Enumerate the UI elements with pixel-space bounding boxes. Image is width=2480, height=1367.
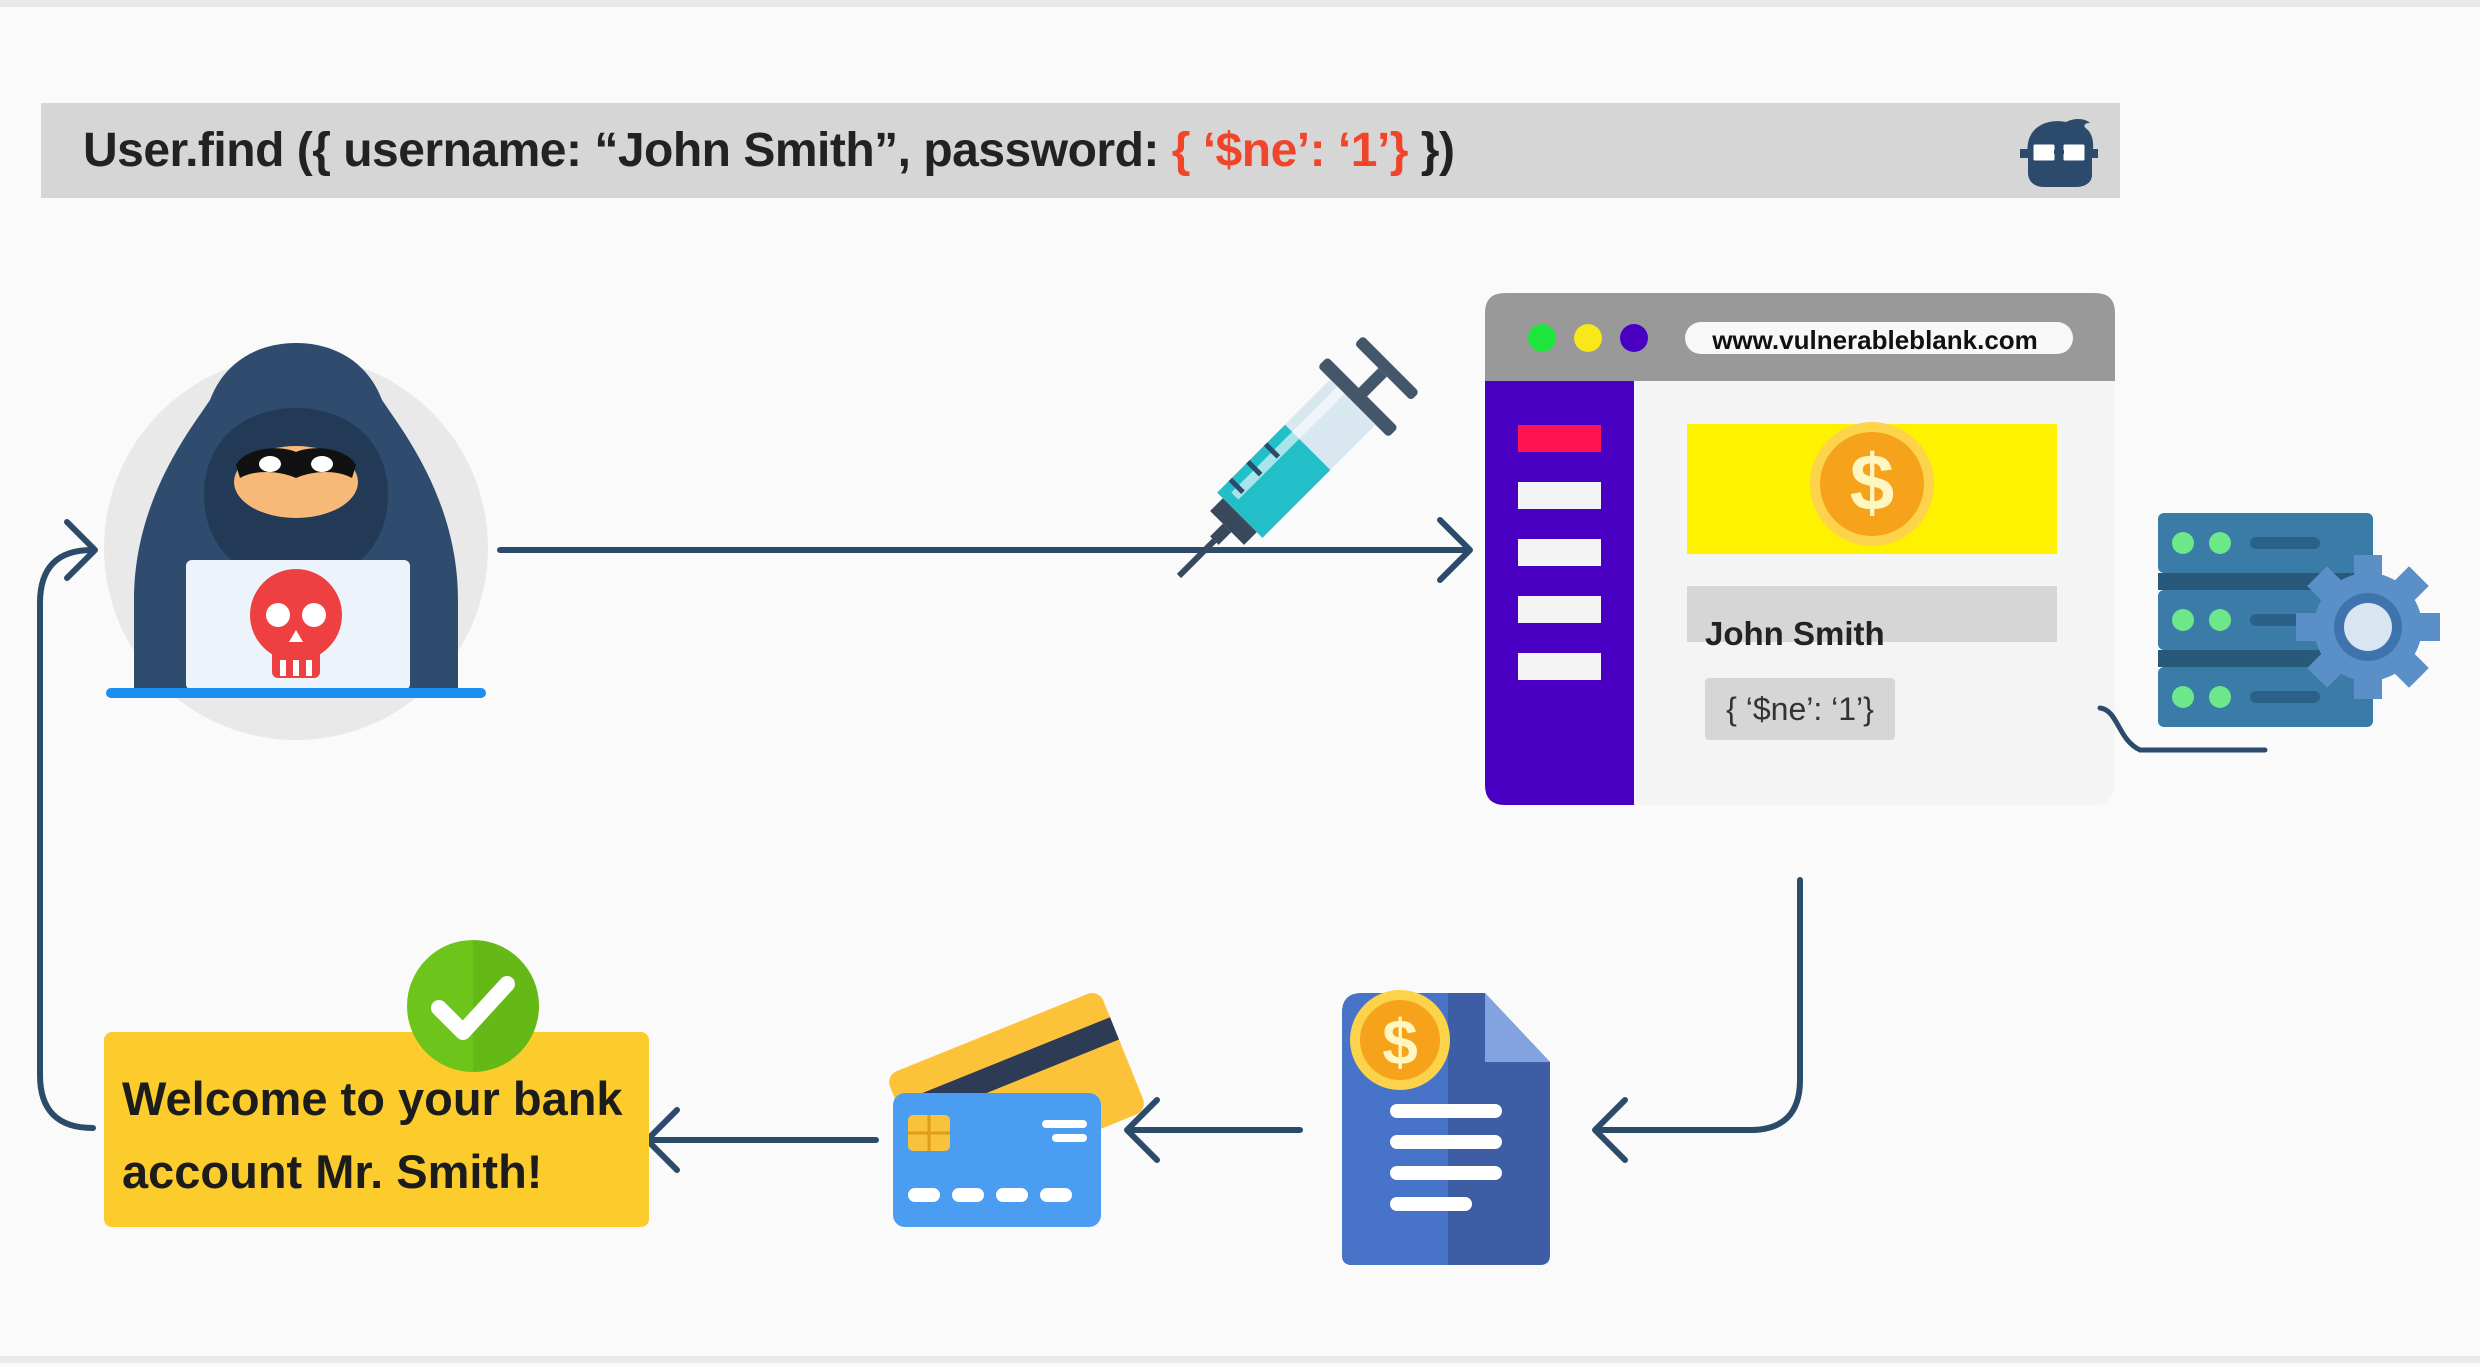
nerd-glasses-icon	[2020, 119, 2098, 187]
coin-icon: $	[1810, 422, 1934, 546]
hooded-hacker-icon	[104, 343, 488, 740]
server-connector	[2097, 705, 2268, 753]
password-value: { ‘$ne’: ‘1’}	[1726, 691, 1874, 727]
arrow-card	[1124, 1097, 1303, 1163]
query-payload: { ‘$ne’: ‘1’}	[1171, 124, 1409, 177]
query-prefix: User.find ({ username: “John Smith”, pas…	[83, 124, 1172, 177]
money-document-icon: $	[1342, 990, 1550, 1265]
syringe-icon	[1176, 337, 1418, 579]
url-text: www.vulnerableblank.com	[1712, 325, 2038, 355]
browser-window: $	[1485, 293, 2115, 805]
query-bar: User.find ({ username: “John Smith”, pas…	[41, 103, 2120, 198]
svg-text:$: $	[1382, 1006, 1418, 1078]
server-gear-icon	[2158, 513, 2440, 727]
arrow-loop	[37, 519, 98, 1131]
query-suffix: })	[1407, 124, 1455, 177]
username-value: John Smith	[1705, 615, 1885, 652]
address-bar[interactable]	[1685, 322, 2073, 354]
password-field-bg[interactable]	[1705, 678, 1895, 740]
svg-text:$: $	[1850, 438, 1895, 527]
check-badge-icon	[407, 940, 539, 1072]
arrow-message	[644, 1107, 879, 1173]
bottom-edge	[0, 1356, 2480, 1363]
credit-card-icon	[889, 993, 1144, 1227]
top-edge	[0, 0, 2480, 7]
welcome-message: Welcome to your bank account Mr. Smith!	[104, 1032, 649, 1227]
username-field-bg[interactable]	[1687, 586, 2057, 642]
arrow-attack	[497, 517, 1473, 583]
arrow-response	[1592, 877, 1803, 1163]
skull-icon	[250, 569, 342, 678]
query-code: User.find ({ username: “John Smith”, pas…	[83, 123, 1455, 178]
